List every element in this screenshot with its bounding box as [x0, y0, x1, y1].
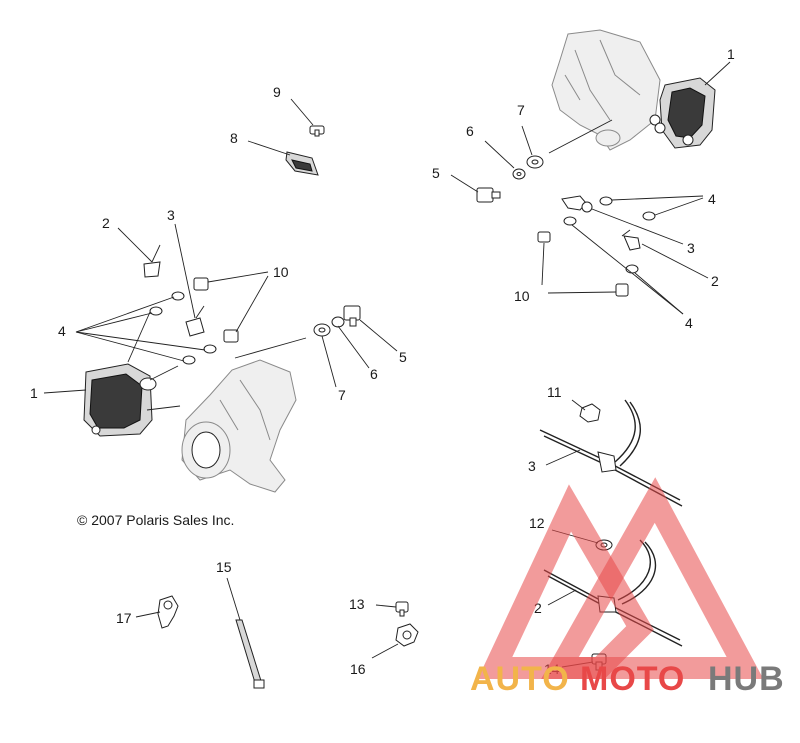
banjo-2-right	[621, 229, 641, 251]
washer-7-mid	[313, 323, 331, 337]
callout-4-right-bottom: 4	[685, 315, 693, 331]
washer-4-left-a	[171, 291, 185, 301]
callout-3-cable: 3	[528, 458, 536, 474]
callout-1-right: 1	[727, 46, 735, 62]
callout-16: 16	[350, 661, 366, 677]
washer-6-mid	[331, 316, 345, 328]
callout-10-left: 10	[273, 264, 289, 280]
knuckle-left	[181, 359, 297, 493]
banjo-2-left	[143, 244, 161, 278]
bolt-5-right	[476, 187, 501, 203]
leader-17	[135, 611, 161, 618]
callout-5-right: 5	[432, 165, 440, 181]
washer-4-right-a	[599, 196, 613, 206]
callout-15: 15	[216, 559, 232, 575]
callout-4-left: 4	[58, 323, 66, 339]
brake-caliper-right	[649, 77, 716, 149]
leader-15	[226, 577, 241, 621]
callout-17: 17	[116, 610, 132, 626]
bolt-10-right-b	[615, 283, 629, 297]
callout-labels: 1 7 6 5 4 3 2 10 4 9 8 2 3 10 4 1 5 6 7 …	[30, 46, 735, 677]
callout-3-right: 3	[687, 240, 695, 256]
cable-tie-15	[235, 619, 265, 689]
washer-7-right	[526, 155, 544, 169]
clip-8	[285, 151, 319, 176]
bolt-10-left-b	[223, 329, 239, 343]
callout-12: 12	[529, 515, 545, 531]
leader-8	[247, 140, 291, 156]
washer-4-right-b	[642, 211, 656, 221]
leaders-left	[43, 223, 398, 411]
callout-5-mid: 5	[399, 349, 407, 365]
bolt-5-mid	[343, 305, 361, 327]
washer-4-right-d	[625, 264, 639, 274]
nut-11	[579, 403, 601, 423]
washer-4-left-c	[203, 344, 217, 354]
copyright-text: © 2007 Polaris Sales Inc.	[77, 512, 234, 528]
washer-4-left-d	[182, 355, 196, 365]
callout-4-right-top: 4	[708, 191, 716, 207]
washer-4-left-b	[149, 306, 163, 316]
bolt-10-right-a	[537, 231, 551, 243]
brake-caliper-left	[83, 363, 157, 437]
banjo-3-right	[561, 195, 593, 213]
screw-9	[309, 125, 325, 137]
leaders-right	[450, 61, 731, 315]
callout-1-left: 1	[30, 385, 38, 401]
bolt-10-left-a	[193, 277, 209, 291]
callout-8: 8	[230, 130, 238, 146]
watermark-logo: AUTO MOTO HUB	[470, 477, 785, 698]
callout-6-right: 6	[466, 123, 474, 139]
callout-2-left: 2	[102, 215, 110, 231]
knuckle-right	[551, 29, 661, 151]
clamp-16	[395, 623, 419, 647]
screw-13	[395, 601, 409, 617]
callout-3-left: 3	[167, 207, 175, 223]
callout-9: 9	[273, 84, 281, 100]
callout-2-right: 2	[711, 273, 719, 289]
callout-11: 11	[547, 384, 562, 400]
banjo-3-left	[185, 305, 205, 337]
washer-6-right	[512, 168, 526, 180]
callout-13: 13	[349, 596, 365, 612]
watermark-auto: AUTO	[470, 660, 570, 698]
leader-16	[371, 643, 399, 659]
leader-13	[375, 604, 397, 608]
clip-17	[157, 595, 179, 629]
callout-10-right: 10	[514, 288, 530, 304]
callout-7-right: 7	[517, 102, 525, 118]
leader-9	[290, 98, 314, 126]
callout-2-cable: 2	[534, 600, 542, 616]
callout-6-mid: 6	[370, 366, 378, 382]
callout-7-mid: 7	[338, 387, 346, 403]
watermark-hub: HUB	[708, 660, 785, 698]
washer-4-right-c	[563, 216, 577, 226]
watermark-moto: MOTO	[580, 660, 685, 698]
